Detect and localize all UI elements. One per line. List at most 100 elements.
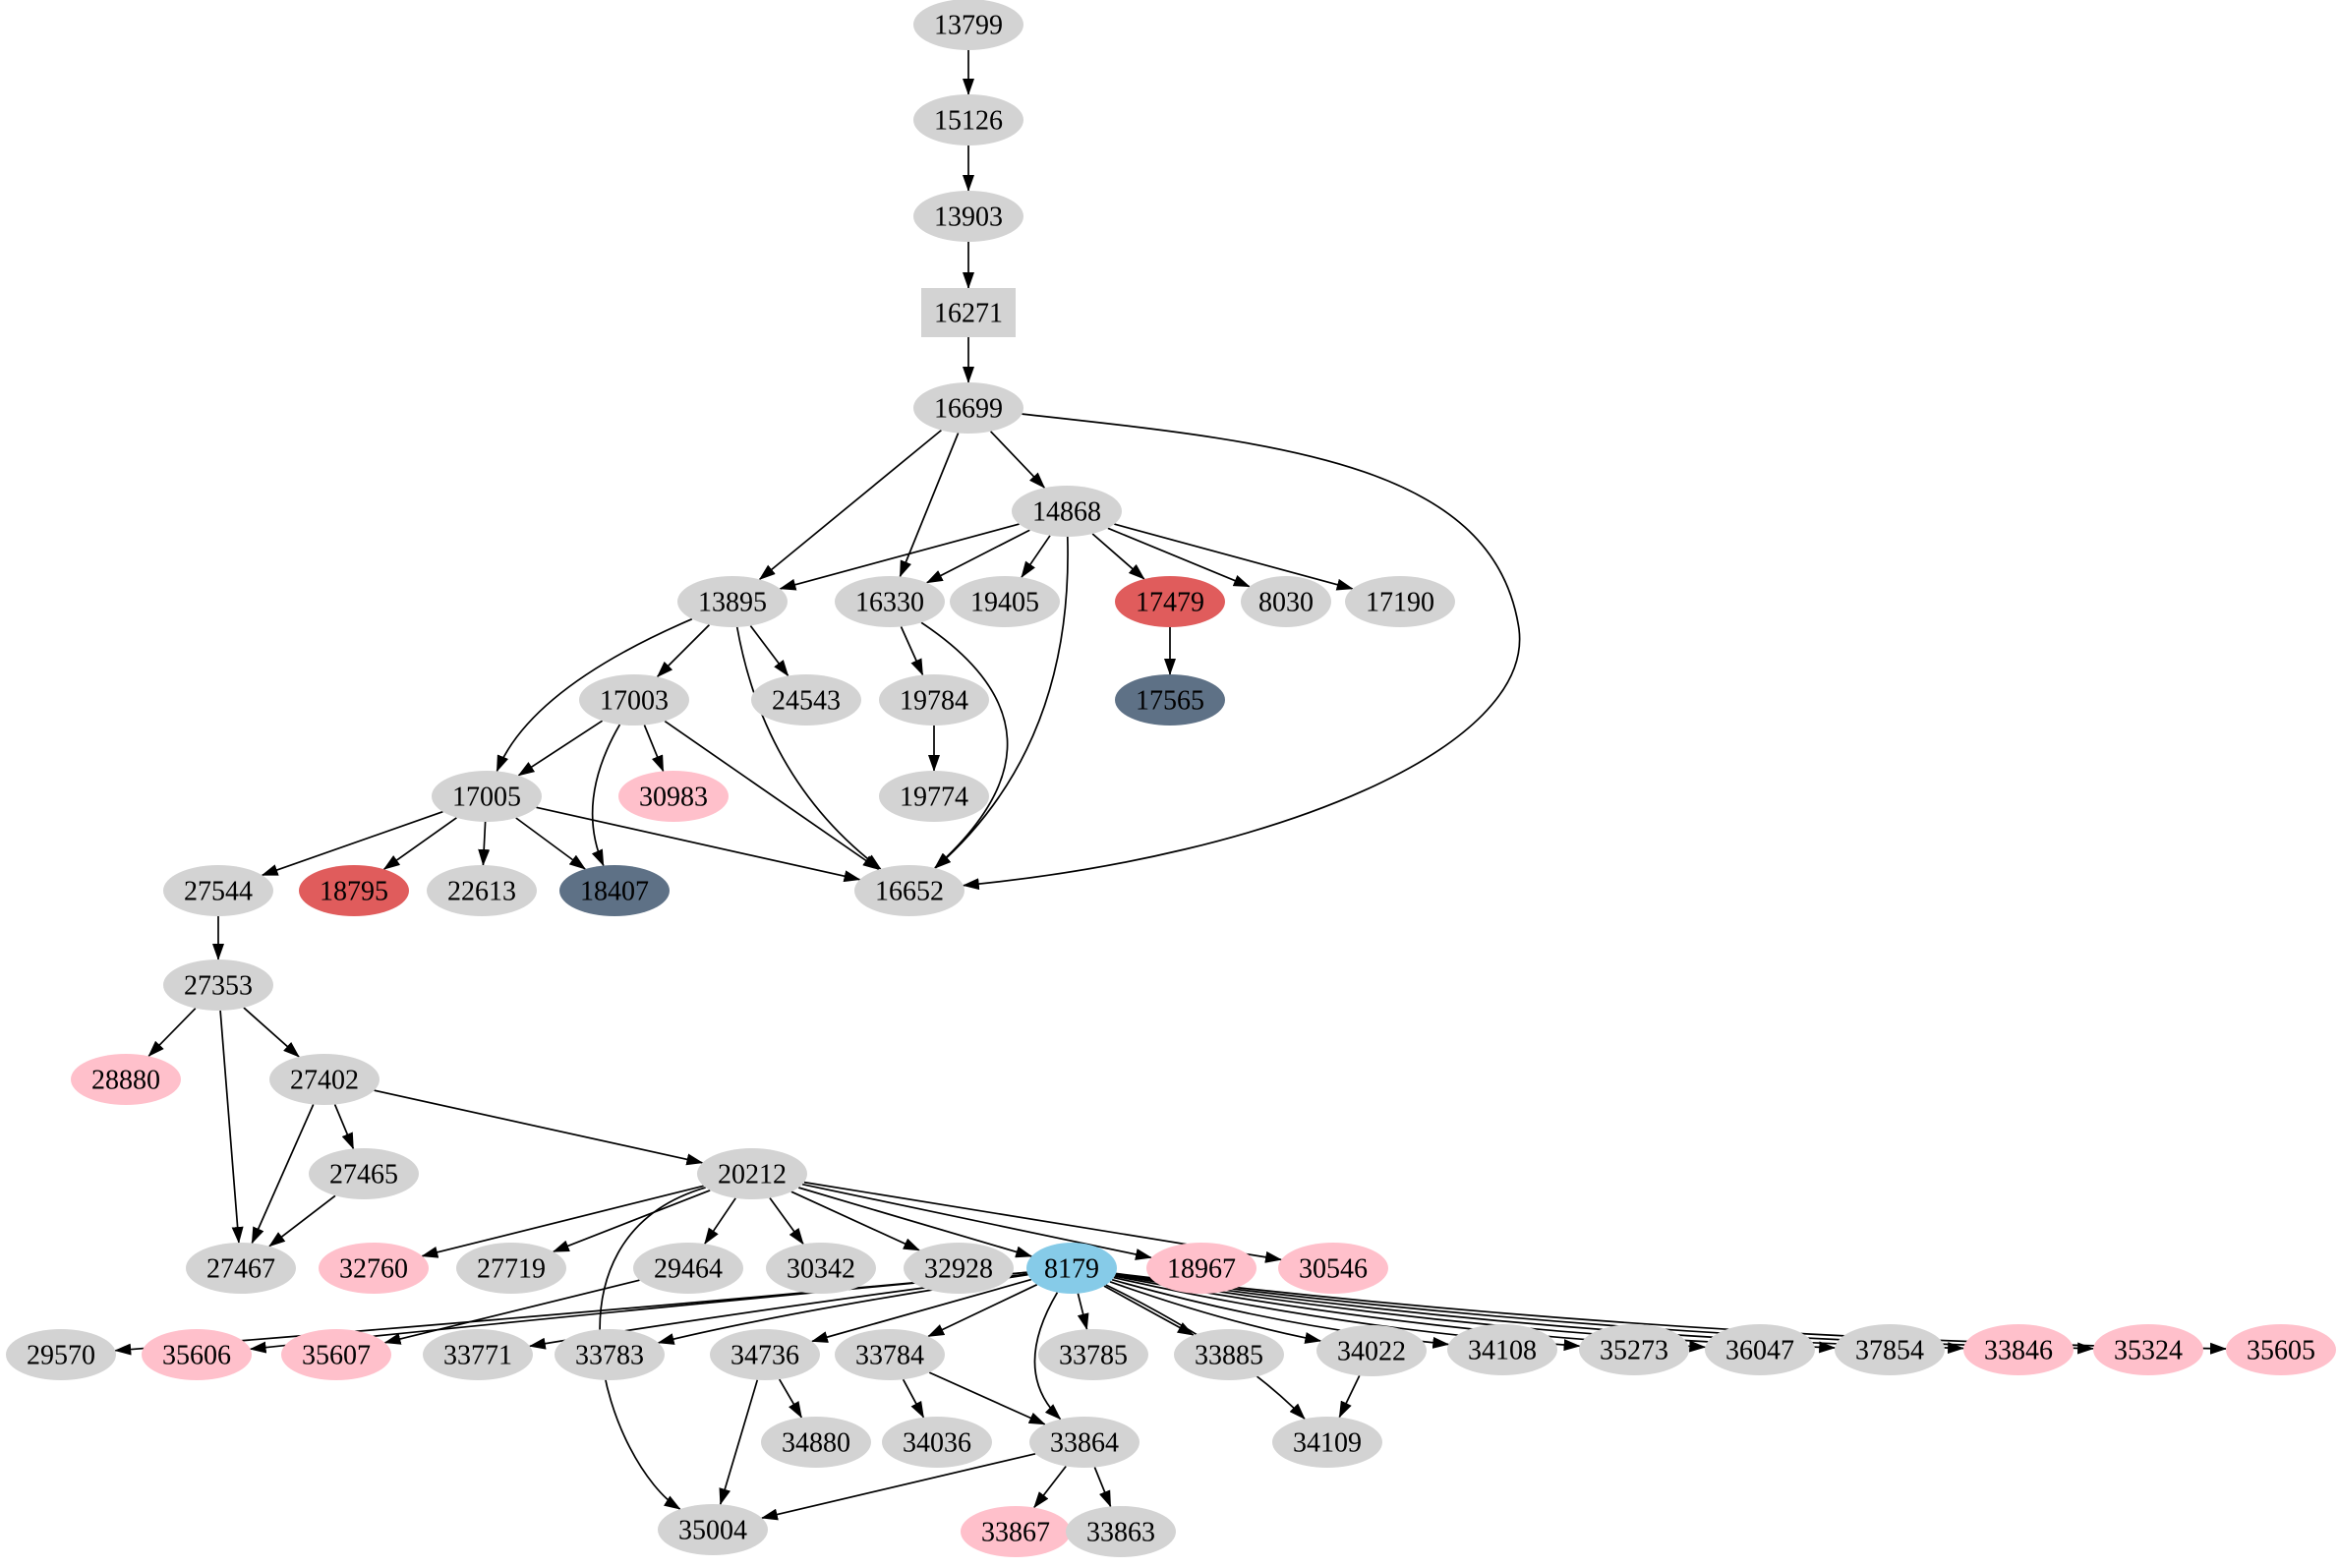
- graph-edge-29464-35607: [383, 1279, 640, 1345]
- node-shape: [1029, 1417, 1140, 1468]
- node-label: 33784: [855, 1341, 924, 1371]
- node-shape: [269, 1054, 380, 1105]
- node-label: 16699: [934, 394, 1003, 425]
- graph-node-20212: 20212: [697, 1148, 807, 1199]
- node-shape: [1026, 1243, 1117, 1294]
- graph-edge-27353-28880: [147, 1008, 197, 1058]
- node-label: 15126: [934, 106, 1003, 137]
- node-label: 34022: [1337, 1337, 1406, 1367]
- graph-node-17565: 17565: [1115, 674, 1225, 726]
- graph-node-19784: 19784: [879, 674, 989, 726]
- node-label: 16330: [855, 588, 924, 618]
- graph-edge-33864-35004: [760, 1452, 1036, 1521]
- node-label: 32760: [339, 1254, 408, 1285]
- node-shape: [879, 771, 989, 822]
- graph-node-32760: 32760: [319, 1243, 429, 1294]
- node-shape: [1272, 1417, 1382, 1468]
- graph-node-27465: 27465: [309, 1148, 419, 1199]
- graph-edge-27402-20212: [374, 1089, 704, 1166]
- node-label: 30342: [787, 1254, 855, 1285]
- graph-edge-17005-18407: [515, 817, 587, 870]
- node-shape: [835, 1329, 945, 1380]
- graph-node-22613: 22613: [427, 865, 537, 916]
- graph-edge-33784-33864: [928, 1371, 1046, 1425]
- graph-edge-8179-33885: [1103, 1285, 1195, 1336]
- node-shape: [913, 191, 1023, 242]
- node-shape: [677, 576, 788, 627]
- node-shape: [1174, 1329, 1284, 1380]
- node-shape: [163, 865, 273, 916]
- graph-edge-16330-16652: [920, 621, 1009, 869]
- graph-node-18967: 18967: [1146, 1243, 1257, 1294]
- graph-edge-33784-34036: [902, 1378, 925, 1419]
- node-label: 20212: [718, 1160, 787, 1191]
- graph-node-34880: 34880: [761, 1417, 871, 1468]
- graph-node-35324: 35324: [2093, 1324, 2203, 1375]
- graph-node-36047: 36047: [1705, 1324, 1815, 1375]
- node-label: 37854: [1855, 1336, 1924, 1366]
- node-shape: [1345, 576, 1455, 627]
- edge-layer: [114, 50, 2227, 1521]
- node-label: 30546: [1299, 1254, 1368, 1285]
- node-label: 24543: [772, 686, 841, 717]
- node-shape: [456, 1243, 566, 1294]
- graph-edge-17003-18407: [591, 724, 621, 867]
- graph-edge-20212-8179: [797, 1187, 1033, 1258]
- graph-node-19774: 19774: [879, 771, 989, 822]
- graph-edge-13895-16652: [735, 626, 882, 870]
- node-label: 36047: [1725, 1336, 1794, 1366]
- node-shape: [1579, 1324, 1689, 1375]
- graph-edge-14868-17190: [1114, 523, 1354, 591]
- node-label: 28880: [91, 1066, 160, 1096]
- node-label: 34736: [731, 1341, 799, 1371]
- node-label: 33885: [1195, 1341, 1263, 1371]
- graph-edge-34736-34880: [778, 1378, 803, 1419]
- node-label: 18967: [1167, 1254, 1236, 1285]
- graph-node-30342: 30342: [766, 1243, 876, 1294]
- graph-edge-20212-18967: [801, 1183, 1152, 1260]
- graph-node-24543: 24543: [751, 674, 861, 726]
- node-shape: [879, 674, 989, 726]
- node-label: 27467: [206, 1254, 275, 1285]
- graph-edge-27465-27467: [268, 1194, 336, 1248]
- graph-edge-17005-18795: [382, 817, 457, 870]
- graph-node-35607: 35607: [281, 1329, 391, 1380]
- node-shape: [1066, 1506, 1176, 1557]
- node-label: 29570: [27, 1341, 95, 1371]
- node-shape: [1278, 1243, 1388, 1294]
- node-label: 29464: [654, 1254, 723, 1285]
- graph-edge-17003-17005: [517, 720, 604, 777]
- node-shape: [633, 1243, 743, 1294]
- node-shape: [579, 674, 689, 726]
- node-label: 17003: [600, 686, 669, 717]
- graph-node-34109: 34109: [1272, 1417, 1382, 1468]
- node-label: 17190: [1366, 588, 1434, 618]
- node-shape: [1705, 1324, 1815, 1375]
- graph-node-8030: 8030: [1241, 576, 1331, 627]
- node-shape: [1447, 1324, 1557, 1375]
- graph-node-17190: 17190: [1345, 576, 1455, 627]
- node-label: 34036: [903, 1428, 971, 1459]
- graph-node-18407: 18407: [559, 865, 670, 916]
- node-label: 34109: [1293, 1428, 1362, 1459]
- graph-node-34036: 34036: [882, 1417, 992, 1468]
- graph-node-18795: 18795: [299, 865, 409, 916]
- node-label: 13895: [698, 588, 767, 618]
- node-label: 27353: [184, 971, 253, 1002]
- node-label: 32928: [924, 1254, 993, 1285]
- node-shape: [559, 865, 670, 916]
- node-shape: [1241, 576, 1331, 627]
- node-label: 13799: [934, 11, 1003, 41]
- graph-node-16699: 16699: [913, 382, 1023, 434]
- node-shape: [1115, 576, 1225, 627]
- graph-edge-8179-33864: [1033, 1292, 1062, 1421]
- node-label: 13903: [934, 203, 1003, 233]
- node-label: 27544: [184, 877, 253, 907]
- graph-node-27544: 27544: [163, 865, 273, 916]
- node-label: 17479: [1136, 588, 1204, 618]
- node-label: 34880: [782, 1428, 850, 1459]
- node-shape: [950, 576, 1060, 627]
- graph-edge-27402-27465: [333, 1104, 355, 1150]
- node-shape: [913, 382, 1023, 434]
- node-shape: [835, 576, 945, 627]
